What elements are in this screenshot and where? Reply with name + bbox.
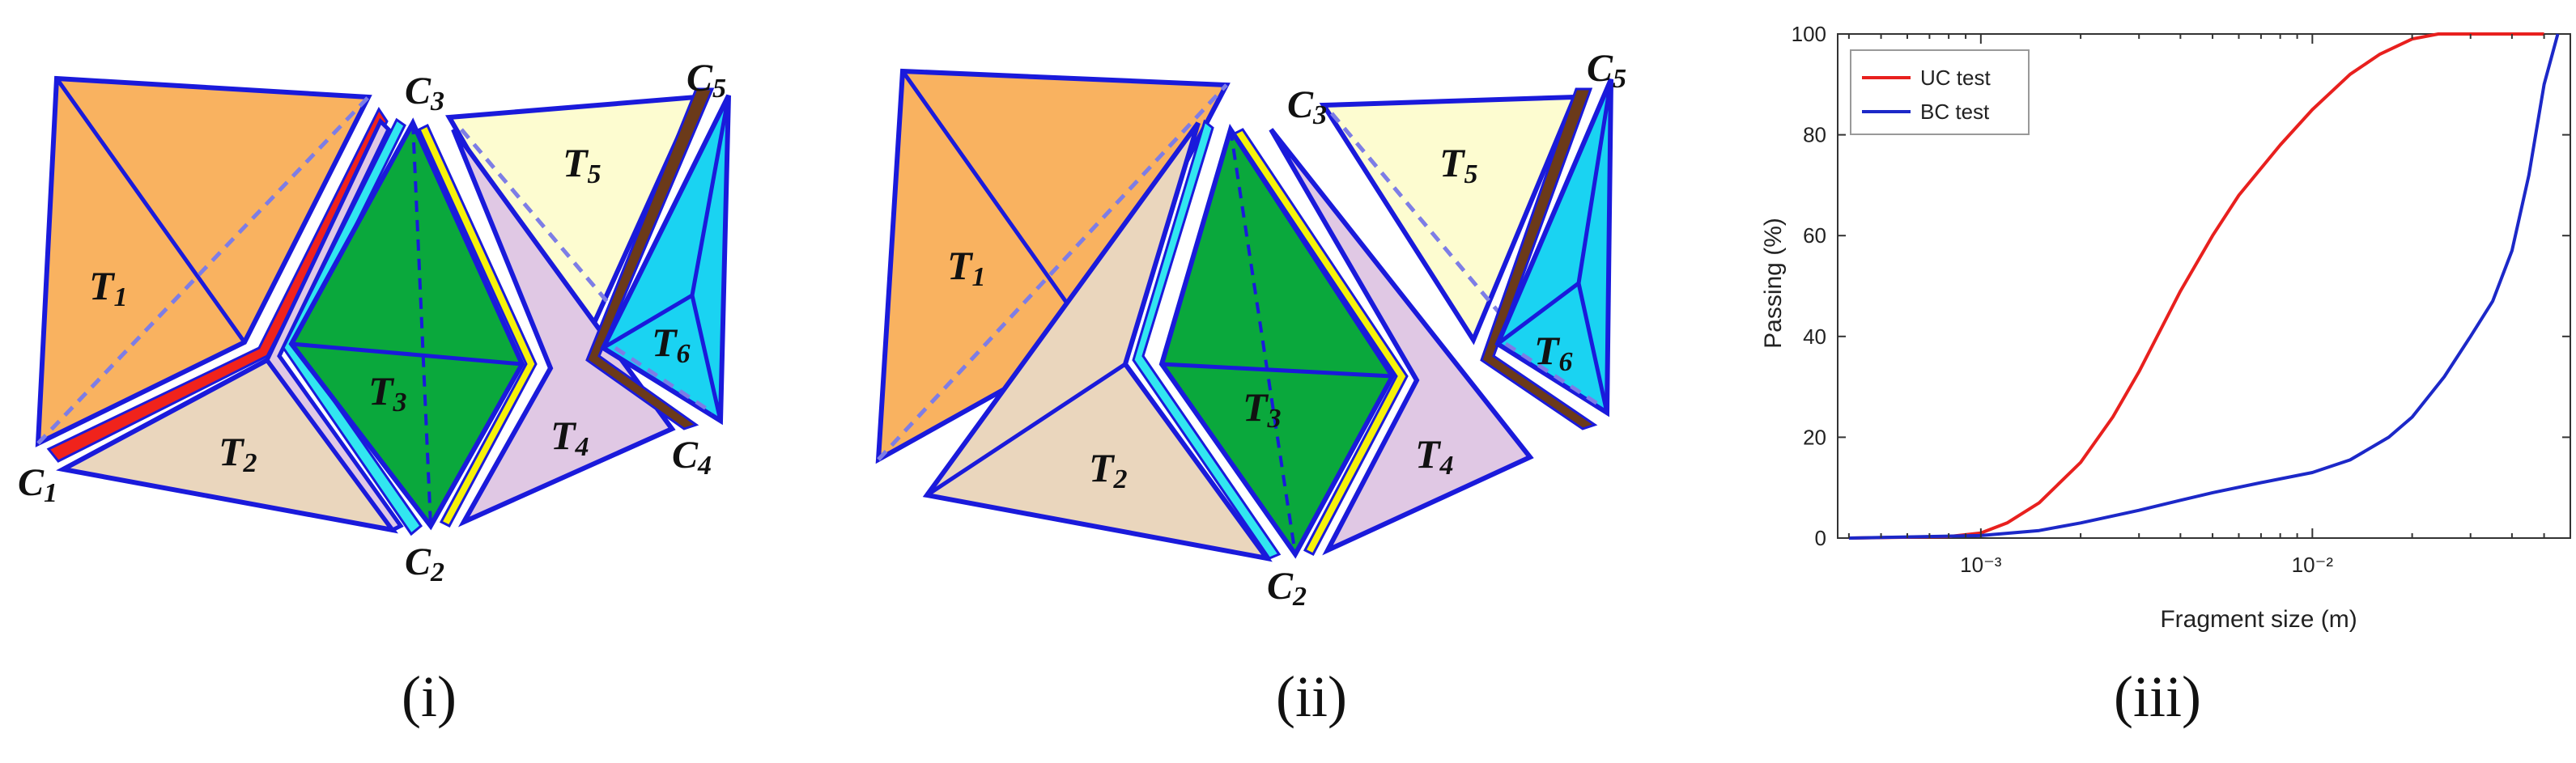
label-c3: C3 (1287, 83, 1327, 130)
caption-iii: (iii) (2114, 664, 2201, 729)
panel-ii-diagram: T1 T2 T3 T4 T5 T6 C2 C3 C5 (875, 47, 1626, 612)
t3-hidden-edge (1229, 129, 1297, 555)
y-tick-label: 0 (1815, 526, 1826, 550)
strip-brown (1480, 87, 1598, 430)
label-c3: C3 (405, 70, 444, 117)
t6-edge-a (1576, 78, 1613, 284)
panel-ii: T1 T2 T3 T4 T5 T6 C2 C3 C5 (858, 0, 1668, 647)
label-t4: T4 (1415, 431, 1454, 481)
t3-diagonal (291, 341, 523, 367)
t3-hidden-edge (411, 122, 432, 527)
label-c5: C5 (1587, 47, 1626, 94)
x-axis-label: Fragment size (m) (2160, 606, 2357, 633)
legend-label: BC test (1920, 100, 1990, 124)
triangle-t5 (1319, 94, 1579, 345)
t5-hidden-edge (1330, 112, 1524, 341)
t6-hidden-edge (614, 345, 714, 415)
label-t3: T3 (368, 368, 407, 418)
t6-edge-b (1496, 282, 1580, 345)
panel-iii: 0 20 40 60 80 100 10⁻³ 10⁻² Passing (%) Fragmen… (1732, 0, 2576, 647)
caption-ii: (ii) (1276, 664, 1347, 729)
panel-i-diagram: T1 T2 T3 T4 T5 T6 C1 C2 C3 C4 C5 (18, 57, 731, 587)
label-t1: T1 (89, 263, 128, 312)
strip-yellow (1232, 128, 1409, 556)
strip-red (46, 107, 389, 463)
t5-hidden-edge (460, 128, 641, 341)
triangle-t6 (1494, 78, 1613, 418)
series-line-uc-test (1848, 32, 2544, 540)
label-t2: T2 (219, 429, 257, 478)
panel-i: T1 T2 T3 T4 T5 T6 C1 C2 C3 C4 C5 (0, 0, 810, 647)
x-tick-label: 10⁻² (2292, 553, 2334, 577)
label-c5: C5 (687, 57, 726, 104)
t1-inner-edge (54, 77, 247, 344)
t1-hidden-edge (877, 83, 1228, 461)
y-tick-label: 60 (1803, 223, 1826, 248)
t1-inner-edge (900, 70, 1095, 341)
triangle-t3 (288, 117, 525, 531)
strip-yellow (418, 123, 538, 528)
y-tick-label: 40 (1803, 324, 1826, 349)
label-c4: C4 (672, 434, 712, 481)
t6-edge-b (601, 293, 694, 350)
label-t6: T6 (1534, 328, 1573, 377)
label-c1: C1 (18, 461, 57, 508)
label-t1: T1 (947, 243, 986, 292)
label-t5: T5 (1439, 140, 1478, 189)
t3-diagonal (1161, 362, 1393, 379)
t6-edge-c (690, 295, 723, 422)
legend-label: UC test (1920, 66, 1991, 90)
legend-box (1850, 49, 2030, 135)
label-t2: T2 (1089, 445, 1128, 494)
y-tick-label: 80 (1803, 123, 1826, 147)
y-tick-label: 100 (1792, 22, 1826, 46)
label-c2: C2 (1267, 565, 1307, 612)
triangle-t4 (1269, 128, 1534, 556)
t6-edge-a (690, 95, 731, 296)
label-t3: T3 (1243, 384, 1282, 434)
label-t6: T6 (652, 320, 691, 369)
t1-hidden-edge (36, 95, 370, 445)
t6-edge-c (1576, 282, 1609, 413)
strip-cyan (1132, 119, 1282, 560)
y-tick-label: 20 (1803, 425, 1826, 449)
chart-legend: UC test BC test (1850, 49, 2030, 135)
label-t5: T5 (563, 140, 601, 189)
strip-brown (585, 87, 715, 430)
t2-inner-edge (925, 362, 1127, 498)
label-c2: C2 (405, 540, 444, 587)
series-line-bc-test (1848, 33, 2560, 540)
label-t4: T4 (550, 413, 589, 462)
triangle-t6 (600, 94, 731, 426)
passing-chart: 0 20 40 60 80 100 10⁻³ 10⁻² Passing (%) Fragmen… (1760, 22, 2571, 633)
plot-area (1837, 33, 2571, 539)
caption-i: (i) (402, 664, 457, 729)
x-tick-label: 10⁻³ (1960, 553, 2002, 577)
y-axis-label: Passing (%) (1760, 218, 1787, 349)
